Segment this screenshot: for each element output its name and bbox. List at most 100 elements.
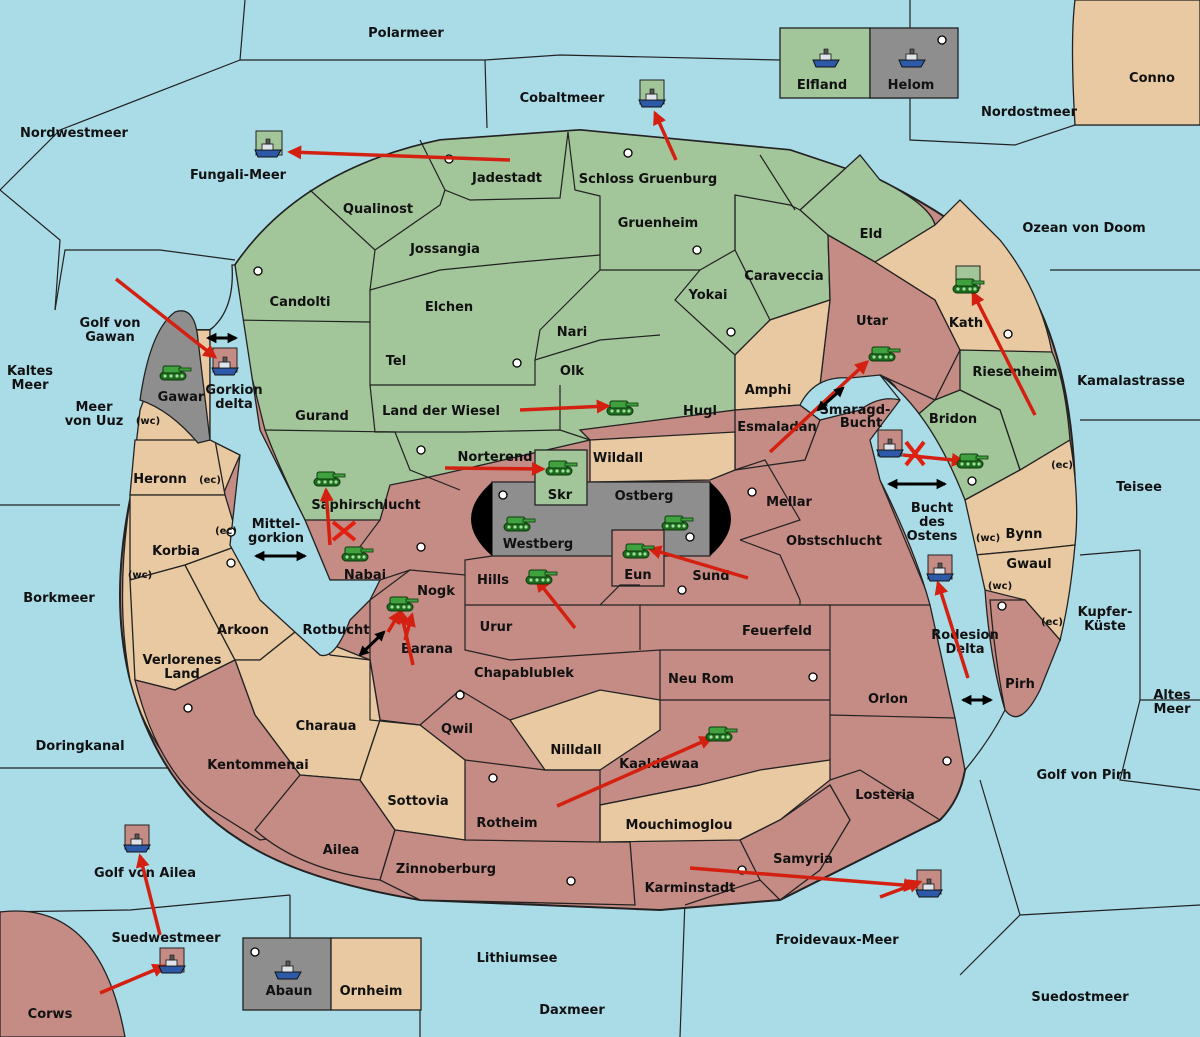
label-corws: Corws [28, 1007, 73, 1022]
label-fungali-meer: Fungali-Meer [190, 168, 287, 183]
label-meer-von-uuz-2: von Uuz [65, 414, 124, 429]
label-gawar: Gawar [158, 390, 205, 405]
move-orders [99, 110, 1037, 995]
internal-borders-south [304, 459, 956, 906]
province-samyria[interactable] [739, 784, 851, 901]
province-wildall[interactable] [589, 431, 736, 483]
label-tel: Tel [386, 354, 406, 369]
label-samyria: Samyria [773, 852, 833, 867]
label-kath: Kath [949, 316, 983, 331]
label-verlorenes-land-1: Verlorenes [142, 653, 221, 668]
label-conno: Conno [1129, 71, 1175, 86]
coast-heronn-ec: (ec) [199, 475, 221, 486]
label-hills: Hills [477, 573, 509, 588]
label-eun: Eun [624, 568, 651, 583]
order-arrow [535, 577, 577, 630]
label-qwil: Qwil [441, 722, 473, 737]
region-labels: Polarmeer Cobaltmeer Nordwestmeer Nordos… [7, 26, 1191, 1022]
label-ozean-von-doom: Ozean von Doom [1022, 221, 1145, 236]
label-ostberg: Ostberg [615, 489, 674, 504]
label-qualinost: Qualinost [343, 202, 413, 217]
coast-gawar-wc: (wc) [136, 416, 160, 427]
label-zinnoberburg: Zinnoberburg [396, 862, 496, 877]
cut-markers [331, 440, 926, 542]
label-gruenheim: Gruenheim [618, 216, 698, 231]
label-borkmeer: Borkmeer [23, 591, 95, 606]
order-arrow [114, 277, 218, 359]
label-pirh: Pirh [1005, 677, 1035, 692]
label-urur: Urur [480, 620, 513, 635]
label-altes-meer-1: Altes [1153, 688, 1191, 703]
label-elfland: Elfland [797, 78, 847, 93]
province-kentommenai[interactable] [134, 659, 332, 841]
label-mellar: Mellar [766, 495, 812, 510]
order-arrow [647, 545, 749, 580]
label-hugl: Hugl [683, 404, 717, 419]
label-doringkanal: Doringkanal [35, 739, 124, 754]
province-corws[interactable] [0, 910, 126, 1037]
province-skr[interactable] [534, 449, 588, 506]
label-heronn: Heronn [133, 472, 187, 487]
label-chapablublek: Chapablublek [474, 666, 574, 681]
label-feuerfeld: Feuerfeld [742, 624, 812, 639]
order-arrow-barana-nogk [386, 609, 402, 633]
coast-bynn-wc: (wc) [976, 533, 1000, 544]
order-arrow [319, 487, 334, 546]
label-ailea: Ailea [323, 843, 360, 858]
label-wildall: Wildall [593, 451, 643, 466]
central-cap-right [710, 482, 731, 556]
label-schloss-gruenburg: Schloss Gruenburg [579, 172, 717, 187]
coast-labels: (wc) (ec) (ec) (wc) (ec) (wc) (wc) (ec) [128, 416, 1073, 628]
label-ornheim: Ornheim [340, 984, 403, 999]
label-nilldall: Nilldall [550, 743, 601, 758]
coast-bridon-ec: (ec) [1051, 460, 1073, 471]
label-karminstadt: Karminstadt [645, 881, 736, 896]
label-utar: Utar [856, 314, 889, 329]
label-arkoon: Arkoon [217, 623, 269, 638]
label-skr: Skr [548, 488, 573, 503]
label-nogk: Nogk [417, 584, 455, 599]
supply-centers [183, 35, 1013, 957]
label-amphi: Amphi [745, 383, 792, 398]
label-nordostmeer: Nordostmeer [981, 105, 1078, 120]
label-mittelgorkion-2: gorkion [248, 531, 304, 546]
label-cobaltmeer: Cobaltmeer [520, 91, 605, 106]
label-smaragd-bucht-2: Bucht [840, 416, 882, 431]
label-kaltes-meer-1: Kaltes [7, 364, 53, 379]
label-yokai: Yokai [687, 288, 727, 303]
province-ornheim[interactable] [330, 937, 422, 1011]
label-nari: Nari [557, 325, 588, 340]
label-nordwestmeer: Nordwestmeer [20, 126, 128, 141]
label-rotheim: Rotheim [476, 816, 537, 831]
order-arrow [135, 853, 162, 936]
label-kamalastrasse: Kamalastrasse [1077, 374, 1185, 389]
order-arrow [934, 580, 970, 679]
internal-borders [231, 131, 801, 491]
coast-gwaul-ec: (ec) [1041, 617, 1063, 628]
order-arrow [653, 110, 678, 161]
label-bucht-des-ostens-1: Bucht [911, 501, 953, 516]
label-elchen: Elchen [425, 300, 473, 315]
order-arrow [99, 963, 167, 995]
label-meer-von-uuz-1: Meer [76, 400, 114, 415]
label-suedwestmeer: Suedwestmeer [111, 931, 221, 946]
sea-mittelgorkion[interactable] [209, 264, 382, 657]
label-suedostmeer: Suedostmeer [1031, 990, 1129, 1005]
label-westberg: Westberg [503, 537, 573, 552]
order-arrow [444, 461, 546, 476]
label-sund: Sund [692, 569, 729, 584]
label-froidevaux-meer: Froidevaux-Meer [775, 933, 899, 948]
label-teisee: Teisee [1116, 480, 1162, 495]
label-gorkion-delta-2: delta [215, 397, 253, 412]
label-lithiumsee: Lithiumsee [477, 951, 558, 966]
province-elfland[interactable] [779, 27, 871, 99]
label-helom: Helom [888, 78, 935, 93]
label-caraveccia: Caraveccia [744, 269, 823, 284]
label-jadestadt: Jadestadt [471, 171, 542, 186]
label-saphirschlucht: Saphirschlucht [311, 498, 420, 513]
label-candolti: Candolti [270, 295, 331, 310]
order-arrow [519, 399, 611, 414]
province-conno[interactable] [1071, 0, 1200, 126]
label-orlon: Orlon [868, 692, 908, 707]
